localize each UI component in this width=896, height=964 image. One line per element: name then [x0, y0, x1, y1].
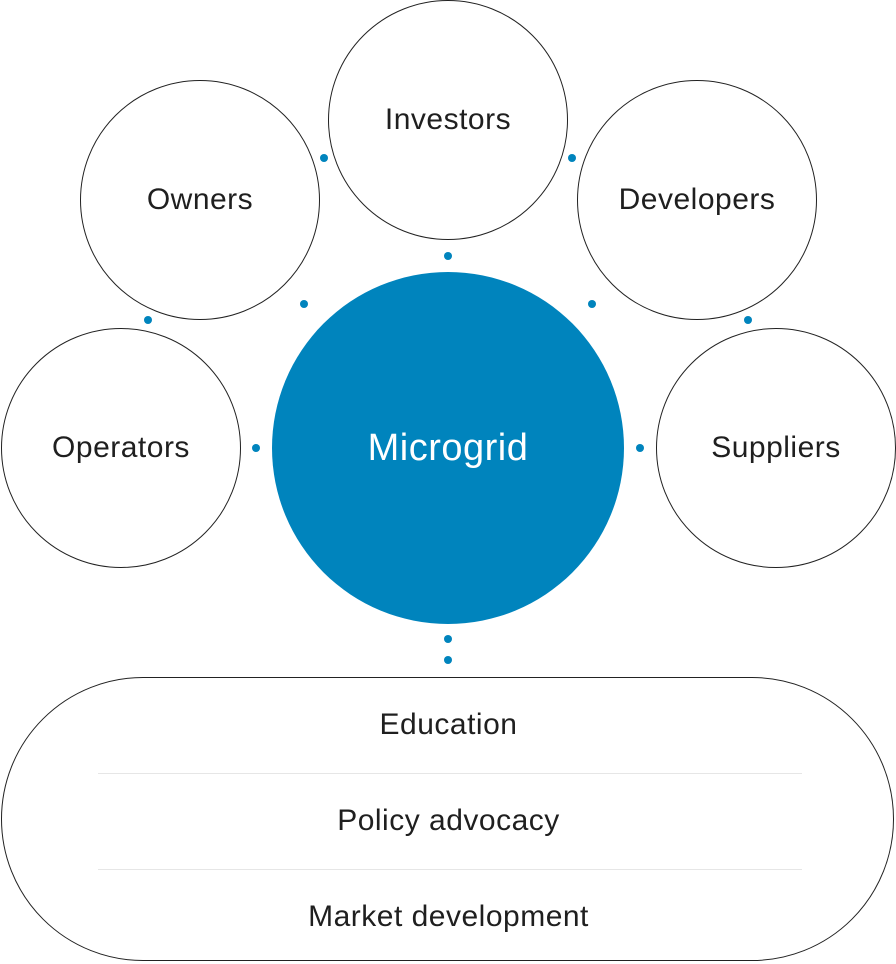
connector-dot — [444, 635, 452, 643]
owners-label: Owners — [146, 183, 254, 216]
connector-dot — [444, 656, 452, 664]
connector-dot — [444, 252, 452, 260]
connector-dot — [568, 154, 576, 162]
divider — [98, 869, 802, 870]
foundation-panel: Education Policy advocacy Market develop… — [1, 677, 894, 961]
operators-label: Operators — [52, 431, 190, 464]
operators-circle: Operators — [1, 328, 241, 568]
connector-dot — [300, 300, 308, 308]
foundation-item-policy-advocacy: Policy advocacy — [337, 804, 560, 837]
suppliers-label: Suppliers — [711, 431, 841, 464]
connector-dot — [744, 316, 752, 324]
divider — [98, 773, 802, 774]
investors-circle: Investors — [328, 0, 568, 240]
owners-circle: Owners — [80, 80, 320, 320]
connector-dot — [588, 300, 596, 308]
connector-dot — [252, 444, 260, 452]
foundation-item-education: Education — [379, 708, 518, 741]
connector-dot — [320, 154, 328, 162]
developers-circle: Developers — [577, 80, 817, 320]
microgrid-circle: Microgrid — [272, 272, 624, 624]
foundation-item-market-development: Market development — [308, 900, 589, 933]
connector-dot — [636, 444, 644, 452]
investors-label: Investors — [384, 103, 512, 136]
connector-dot — [144, 316, 152, 324]
microgrid-label: Microgrid — [367, 426, 529, 469]
developers-label: Developers — [618, 183, 776, 216]
suppliers-circle: Suppliers — [656, 328, 896, 568]
